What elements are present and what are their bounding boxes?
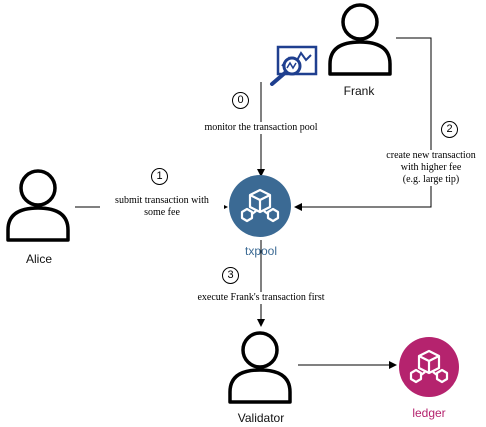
ledger-blocks-icon [409,349,449,384]
frank-label: Frank [343,84,375,98]
alice-label: Alice [25,252,52,266]
ledger-node [399,337,459,397]
blocks-icon [240,188,280,223]
txpool-label: txpool [244,244,278,258]
step-0-label: monitor the transaction pool [188,122,334,134]
step-0-badge: 0 [232,92,249,109]
validator-user-icon [228,331,292,404]
step-2-badge: 2 [441,121,458,138]
frank-user-icon [328,3,392,76]
monitoring-chart-icon [270,45,318,86]
step-1-label: submit transaction with some fee [100,195,224,219]
validator-label: Validator [237,411,285,425]
step-3-label: execute Frank's transaction first [178,292,344,304]
step-2-label: create new transaction with higher fee (… [372,150,486,186]
alice-user-icon [6,169,70,242]
txpool-node [229,175,291,237]
ledger-label: ledger [412,406,446,420]
step-3-badge: 3 [222,267,239,284]
step-1-badge: 1 [151,168,168,185]
edge-frank-to-txpool [294,37,432,211]
